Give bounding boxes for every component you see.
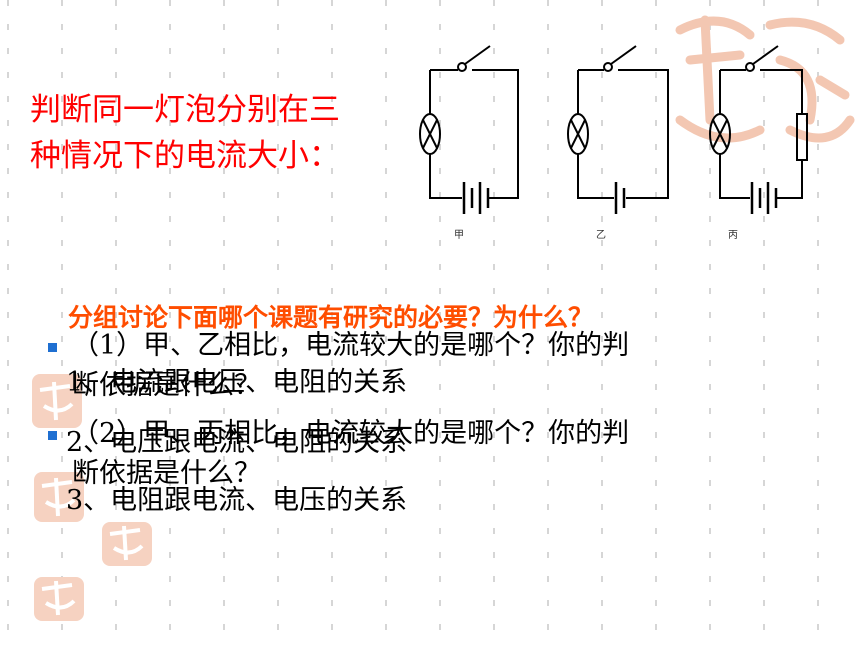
question-1-line-2: 断依据是什么？ (72, 370, 261, 401)
circuit-label-bing: 丙 (728, 230, 738, 241)
slide-title-line-2: 种情况下的电流大小： (30, 138, 340, 174)
circuit-jia (419, 45, 519, 214)
question-1-line-1: （1）甲、乙相比，电流较大的是哪个？你的判 (72, 330, 630, 361)
topic-1: 1、电流跟电压、电阻的关系 (66, 367, 408, 398)
bullet-marker-2 (48, 431, 57, 440)
circuit-bing (709, 45, 808, 214)
decorative-seal-1 (32, 374, 82, 428)
circuit-diagrams: 甲 乙 丙 (419, 45, 808, 241)
question-2-line-2: 断依据是什么？ (72, 458, 261, 489)
bullet-marker-1 (48, 343, 57, 352)
decorative-seal-3 (102, 522, 152, 566)
circuit-yi (567, 45, 669, 214)
discussion-question: 分组讨论下面哪个课题有研究的必要？为什么？ (68, 303, 594, 332)
topic-2: 2、电压跟电流、电阻的关系 (66, 427, 408, 458)
decorative-seal-4 (34, 577, 84, 621)
topic-3: 3、电阻跟电流、电压的关系 (66, 485, 408, 516)
circuit-label-yi: 乙 (596, 229, 606, 241)
slide-title-line-1: 判断同一灯泡分别在三 (30, 92, 340, 128)
question-2-line-1: （2）甲、丙相比，电流较大的是哪个？你的判 (72, 418, 630, 449)
circuit-label-jia: 甲 (454, 230, 464, 241)
decorative-seal-2 (34, 472, 84, 522)
